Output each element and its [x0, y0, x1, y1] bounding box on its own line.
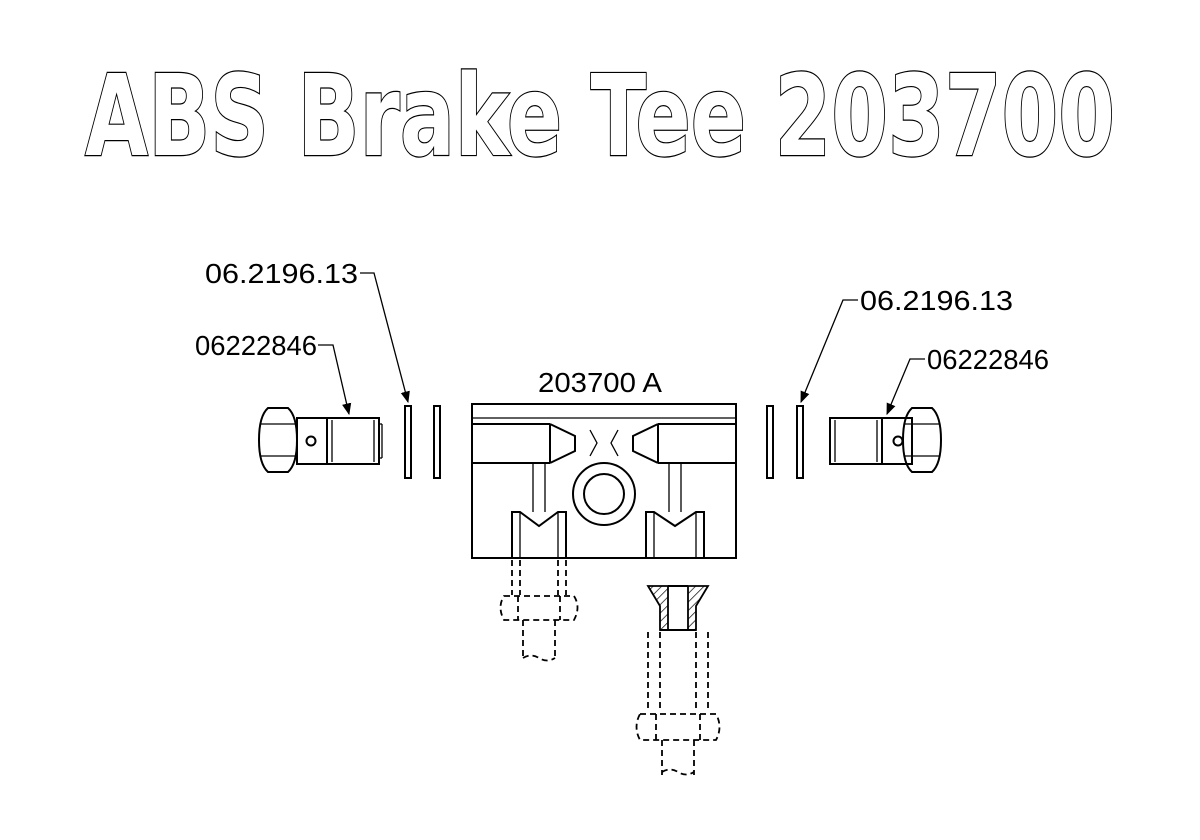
label-tee-body: 203700 A — [538, 367, 662, 398]
banjo-bolt-right — [829, 407, 943, 473]
drawing-title: ABS Brake Tee 203700 — [85, 52, 1115, 182]
tee-body — [471, 403, 737, 559]
label-washer-right: 06.2196.13 — [860, 285, 1013, 316]
label-bolt-right: 06222846 — [927, 344, 1049, 375]
leader-lines — [318, 272, 925, 416]
fitting-lower-left-hidden — [499, 560, 579, 662]
banjo-bolt-left — [257, 407, 383, 473]
washer-left-outer — [404, 405, 412, 479]
label-bolt-left: 06222846 — [195, 330, 317, 361]
washer-right-outer — [796, 405, 804, 479]
washer-right-inner — [766, 405, 774, 479]
label-washer-left: 06.2196.13 — [205, 258, 358, 289]
washer-left-inner — [433, 405, 441, 479]
fitting-lower-right — [635, 585, 721, 776]
